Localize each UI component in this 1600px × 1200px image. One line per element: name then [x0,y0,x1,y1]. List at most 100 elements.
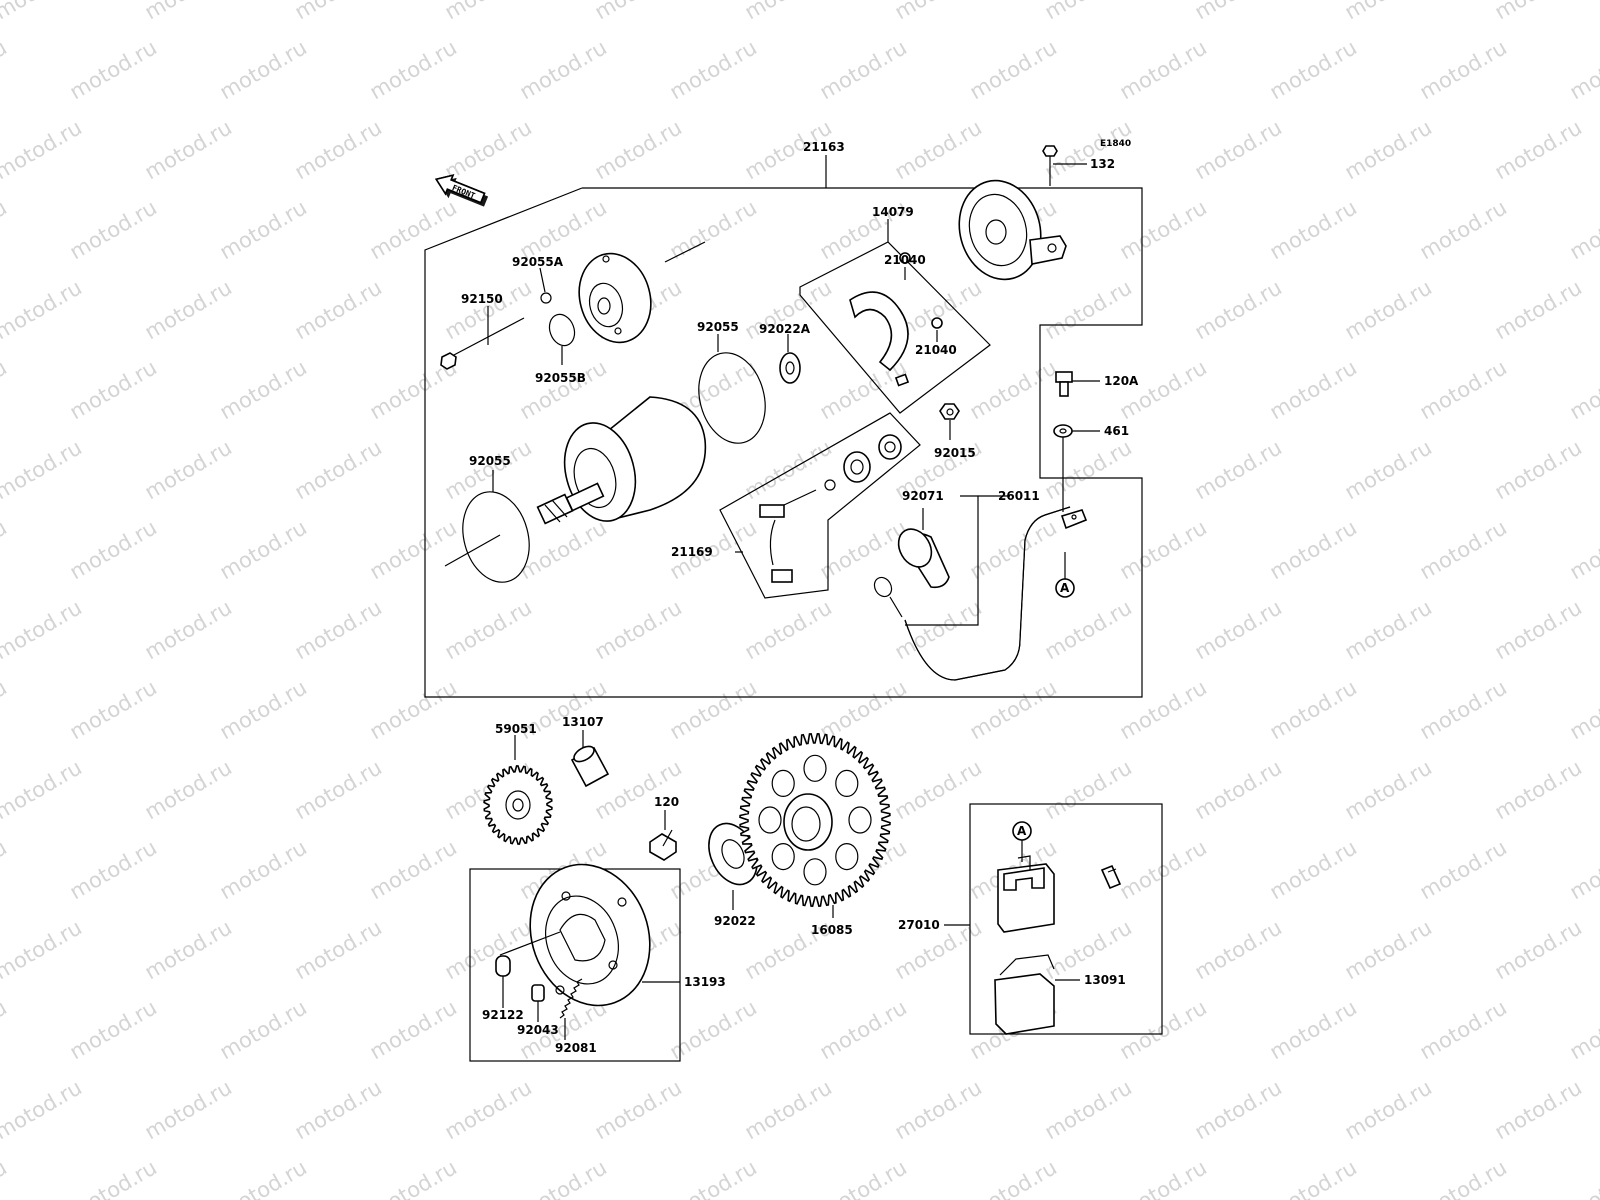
watermark-text: motod.ru [141,0,236,24]
watermark-text: motod.ru [741,1075,836,1144]
watermark-text: motod.ru [966,35,1061,104]
label-13107: 13107 [562,715,604,729]
watermark-text: motod.ru [0,515,11,584]
watermark-text: motod.ru [891,595,986,664]
watermark-text: motod.ru [291,0,386,24]
watermark-text: motod.ru [0,435,86,504]
watermark-text: motod.ru [216,35,311,104]
watermark-text: motod.ru [291,915,386,984]
watermark-text: motod.ru [1041,1075,1136,1144]
watermark-text: motod.ru [1116,835,1211,904]
label-13091: 13091 [1084,973,1126,987]
watermark-text: motod.ru [0,675,11,744]
brush-set-drawing [719,412,921,599]
watermark-text: motod.ru [66,515,161,584]
watermark-text: motod.ru [216,1155,311,1200]
watermark-text: motod.ru [666,1155,761,1200]
watermark-text: motod.ru [816,35,911,104]
watermark-text: motod.ru [1566,675,1600,744]
label-92055B: 92055B [535,371,586,385]
watermark-text: motod.ru [66,1155,161,1200]
watermark-text: motod.ru [0,0,86,24]
nut-92015-drawing [939,403,960,420]
brush-plate-drawing [799,241,991,414]
watermark-text: motod.ru [1341,115,1436,184]
watermark-text: motod.ru [1266,515,1361,584]
shaft-13107-drawing [570,745,610,788]
oring-92055-top-drawing [698,352,766,444]
watermark-text: motod.ru [1341,435,1436,504]
label-92022: 92022 [714,914,756,928]
watermark-text: motod.ru [0,595,86,664]
watermark-text: motod.ru [1116,35,1211,104]
watermark-text: motod.ru [591,755,686,824]
watermark-text: motod.ru [1266,195,1361,264]
watermark-text: motod.ru [666,675,761,744]
watermark-text: motod.ru [966,1155,1061,1200]
watermark-text: motod.ru [1491,915,1586,984]
watermark-text: motod.ru [1566,1155,1600,1200]
watermark-text: motod.ru [0,355,11,424]
watermark-text: motod.ru [1191,595,1286,664]
ref-marker-a-cable: A [1055,552,1075,598]
label-14079: 14079 [872,205,914,219]
watermark-text: motod.ru [516,1155,611,1200]
label-13193: 13193 [684,975,726,989]
watermark-text: motod.ru [1416,675,1511,744]
watermark-text: motod.ru [291,115,386,184]
bolt-120-drawing [649,829,677,861]
watermark-text: motod.ru [66,195,161,264]
clutch-13193-drawing [529,863,651,1007]
watermark-text: motod.ru [66,835,161,904]
watermark-text: motod.ru [0,995,11,1064]
watermark-text: motod.ru [516,355,611,424]
label-21040-top: 21040 [884,253,926,267]
label-92150: 92150 [461,292,503,306]
watermark-text: motod.ru [1491,755,1586,824]
watermark-text: motod.ru [66,675,161,744]
label-92055A: 92055A [512,255,564,269]
watermark-text: motod.ru [591,595,686,664]
watermark-text: motod.ru [816,515,911,584]
watermark-text: motod.ru [891,755,986,824]
label-92015: 92015 [934,446,976,460]
watermark-text: motod.ru [1491,115,1586,184]
watermark-text: motod.ru [1116,515,1211,584]
oring-92055B-drawing [548,313,576,347]
watermark-text: motod.ru [516,515,611,584]
watermark-text: motod.ru [1416,995,1511,1064]
watermark-text: motod.ru [0,755,86,824]
spring-92081-drawing [559,978,583,1019]
watermark-text: motod.ru [291,595,386,664]
watermark-text: motod.ru [1041,435,1136,504]
relay-27010-drawing [997,855,1122,933]
watermark-text: motod.ru [591,115,686,184]
watermark-text: motod.ru [1116,1155,1211,1200]
motor-body-drawing [536,396,707,525]
watermark-text: motod.ru [1341,755,1436,824]
watermark-text: motod.ru [0,115,86,184]
bolt-132-drawing [1042,145,1058,186]
watermark-text: motod.ru [1191,1075,1286,1144]
label-92043: 92043 [517,1023,559,1037]
watermark-text: motod.ru [1566,195,1600,264]
label-120A: 120A [1104,374,1139,388]
label-120: 120 [654,795,679,809]
watermark-text: motod.ru [1491,595,1586,664]
watermark-text: motod.ru [591,1075,686,1144]
cable-26011-drawing [873,506,1088,681]
oring-92055-left-drawing [462,491,530,583]
label-26011: 26011 [998,489,1040,503]
roller-92122-drawing [495,955,511,977]
watermark-text: motod.ru [1191,115,1286,184]
watermark-text: motod.ru [441,0,536,24]
watermark-text: motod.ru [1341,0,1436,24]
watermark-text: motod.ru [141,595,236,664]
watermark-text: motod.ru [1266,1155,1361,1200]
watermark-text: motod.ru [66,355,161,424]
label-92071: 92071 [902,489,944,503]
watermark-text: motod.ru [141,275,236,344]
watermark-text: motod.ru [1266,35,1361,104]
